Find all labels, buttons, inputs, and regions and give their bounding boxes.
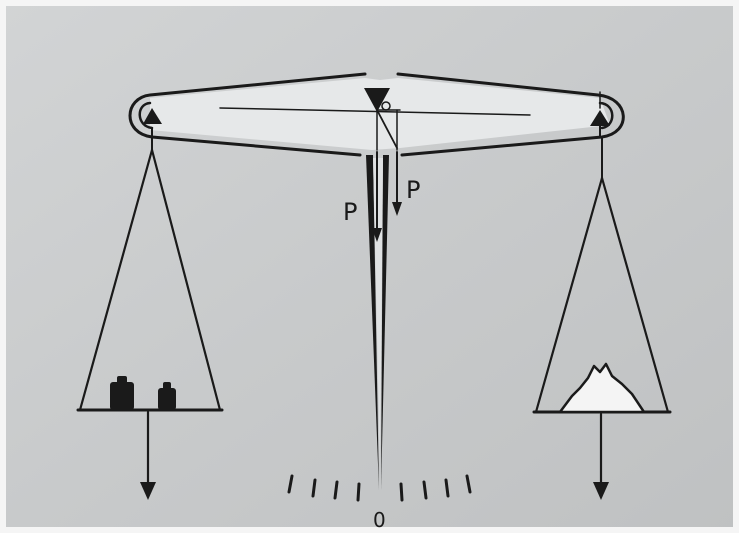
pivot-arc-mark [381, 101, 391, 111]
force-label-right: P [406, 176, 420, 204]
central-knife-edge [364, 88, 390, 112]
scale-tick [465, 474, 472, 494]
pivot-lever-line [376, 109, 398, 149]
left-knife-edge-icon [143, 108, 162, 124]
force-arrow-right-head [392, 202, 402, 216]
beam-right-outline [396, 72, 625, 157]
force-arrows [372, 151, 402, 242]
scale-tick [444, 478, 450, 498]
right-stirrup-left [534, 176, 604, 414]
left-pan-assembly [76, 108, 224, 500]
scale-tick [311, 478, 317, 498]
mineral-sample-icon [558, 362, 646, 414]
right-sample-arrow-head [593, 482, 609, 500]
beam-right-loop [598, 101, 614, 130]
scale-tick [287, 474, 294, 494]
scale-zero-label: 0 [373, 508, 386, 532]
right-knife-edge-icon [590, 110, 610, 126]
right-pan-assembly [532, 91, 672, 500]
beam-left-outline [128, 72, 367, 157]
pointer-left-edge [366, 155, 379, 490]
central-pivot [364, 88, 401, 151]
large-weight-handle [117, 376, 127, 384]
beam-left-loop [138, 101, 154, 130]
calibration-weights-icon [110, 376, 176, 410]
left-stirrup-left [78, 148, 154, 412]
scale-tick [356, 482, 361, 502]
left-stirrup-right [150, 148, 222, 412]
scale-tick [399, 482, 404, 502]
pointer-right-edge [381, 155, 389, 490]
large-weight-body [110, 382, 134, 410]
beam-axis-line [219, 107, 531, 116]
force-label-left: P [343, 198, 357, 226]
small-weight-handle [163, 382, 171, 390]
scale-ticks [287, 474, 472, 502]
right-stirrup-right [600, 176, 670, 414]
left-weight-arrow-head [140, 482, 156, 500]
force-arrow-left-head [372, 228, 382, 242]
scale-tick [333, 480, 339, 500]
drawing [76, 72, 672, 502]
small-weight-body [158, 388, 176, 410]
scale-tick [422, 480, 428, 500]
